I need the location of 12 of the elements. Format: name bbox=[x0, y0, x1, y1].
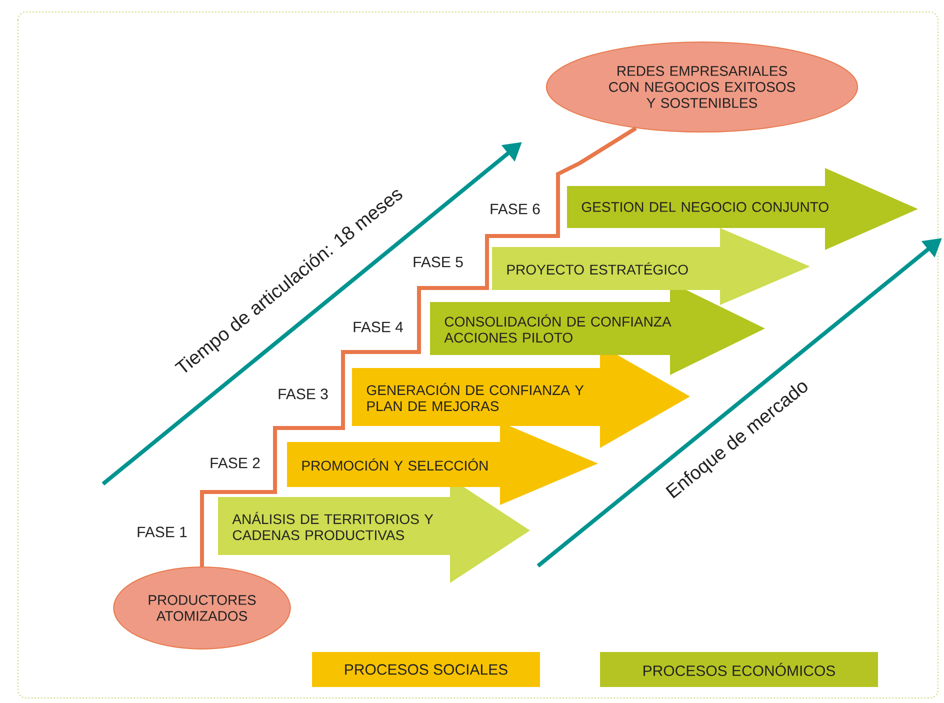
legend-box: PROCESOS ECONÓMICOS bbox=[600, 652, 878, 687]
phase-label: FASE 1 bbox=[138, 526, 187, 538]
node-label: GENERACIÓN DE CONFIANZA Y PLAN DE MEJORAS bbox=[366, 382, 584, 412]
staircase-line bbox=[200, 126, 637, 566]
phase-label: FASE 4 bbox=[354, 322, 403, 332]
phase-label: FASE 6 bbox=[490, 204, 540, 214]
phase-label: FASE 5 bbox=[414, 256, 463, 268]
ellipse-node: REDES EMPRESARIALES CON NEGOCIOS EXITOSOS Y SOSTENIBLES bbox=[546, 42, 858, 132]
phase-label: FASE 3 bbox=[278, 388, 328, 400]
legend-box: PROCESOS SOCIALES bbox=[312, 652, 540, 687]
phase-label: FASE 2 bbox=[210, 458, 260, 468]
ellipse-node: PRODUCTORES ATOMIZADOS bbox=[113, 566, 291, 650]
